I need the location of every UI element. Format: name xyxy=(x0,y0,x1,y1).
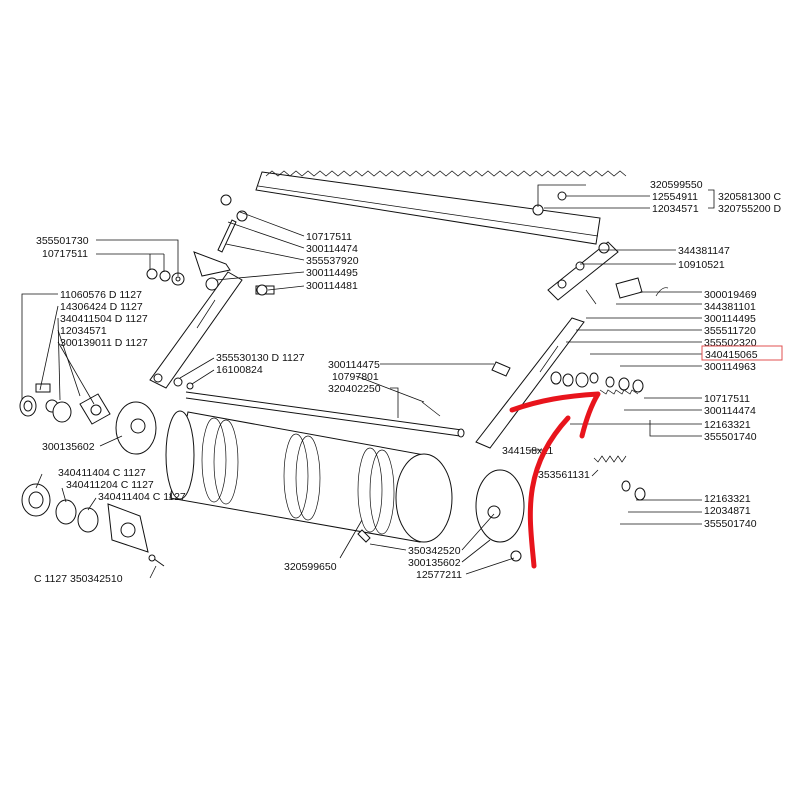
highlight-box xyxy=(701,345,783,361)
arrow-shaft xyxy=(527,415,571,569)
long-shaft xyxy=(173,377,465,438)
red-annotation-arrow xyxy=(509,391,601,569)
label-300114495-top: 300114495 xyxy=(306,267,358,279)
label-300135602-bottom: 300135602 xyxy=(408,557,461,569)
label-12034871: 12034871 xyxy=(704,505,751,517)
label-350342510: C 1127 350342510 xyxy=(34,573,123,585)
label-300139011: 300139011 D 1127 xyxy=(60,337,148,349)
leader-lines xyxy=(21,184,715,579)
lower-left-flange xyxy=(21,483,165,567)
label-300019469: 300019469 xyxy=(704,289,757,301)
label-12034571-left: 12034571 xyxy=(60,325,107,337)
label-300135602-left: 300135602 xyxy=(42,441,95,453)
label-344381147: 344381147 xyxy=(678,245,730,257)
label-10910521: 10910521 xyxy=(678,259,725,271)
label-355502320: 355502320 xyxy=(704,337,757,349)
label-340411404-1: 340411404 C 1127 xyxy=(58,467,146,479)
label-355537920: 355537920 xyxy=(306,255,359,267)
top-fasteners xyxy=(193,194,275,296)
label-300114495-right: 300114495 xyxy=(704,313,756,325)
label-300114475: 300114475 xyxy=(328,359,380,371)
chain-parts xyxy=(532,191,669,305)
label-10717511-right: 10717511 xyxy=(704,393,750,405)
label-320581300: 320581300 C xyxy=(718,191,781,203)
label-355501740-right-1: 355501740 xyxy=(704,431,757,443)
label-300114481: 300114481 xyxy=(306,280,358,292)
label-12554911: 12554911 xyxy=(652,191,698,203)
label-350342520: 350342520 xyxy=(408,545,461,557)
label-12034571-top: 12034571 xyxy=(652,203,699,215)
label-300114474-top: 300114474 xyxy=(306,243,358,255)
label-12577211: 12577211 xyxy=(416,569,462,581)
mid-small-parts xyxy=(357,361,511,543)
label-355530130: 355530130 D 1127 xyxy=(216,352,305,364)
label-340411504: 340411504 D 1127 xyxy=(60,313,148,325)
label-340411204: 340411204 C 1127 xyxy=(66,479,154,491)
left-arm xyxy=(149,271,243,389)
drum xyxy=(165,410,453,543)
label-16100824: 16100824 xyxy=(216,364,263,376)
label-320599650: 320599650 xyxy=(284,561,337,573)
label-10717511-left: 10717511 xyxy=(42,248,88,260)
label-12163321-right-2: 12163321 xyxy=(704,493,751,505)
label-344381101: 344381101 xyxy=(704,301,756,313)
label-11060576: 11060576 D 1127 xyxy=(60,289,142,301)
label-10797801: 10797801 xyxy=(332,371,379,383)
right-arm xyxy=(475,317,585,449)
label-10717511-top: 10717511 xyxy=(306,231,352,243)
label-320755200: 320755200 D xyxy=(718,203,781,215)
label-12163321-right-1: 12163321 xyxy=(704,419,751,431)
label-14306424: 14306424 D 1127 xyxy=(60,301,143,313)
label-355501730: 355501730 xyxy=(36,235,89,247)
label-355501740-right-2: 355501740 xyxy=(704,518,757,530)
arrow-head xyxy=(509,391,601,439)
left-upper-washers xyxy=(146,268,185,286)
label-320402250: 320402250 xyxy=(328,383,381,395)
label-340411404-2: 340411404 C 1127 xyxy=(98,491,186,503)
label-300114474-right: 300114474 xyxy=(704,405,756,417)
label-340415065: 340415065 xyxy=(705,349,758,361)
right-end-disc xyxy=(475,469,525,562)
label-300114963: 300114963 xyxy=(704,361,756,373)
cutter-bar xyxy=(255,170,627,245)
right-washers xyxy=(562,372,646,501)
label-355511720: 355511720 xyxy=(704,325,756,337)
label-320599550: 320599550 xyxy=(650,179,703,191)
part-labels: 320599550 12554911 12034571 320581300 C … xyxy=(34,179,783,585)
left-bearing-assembly xyxy=(19,383,157,455)
label-353561131: 353561131 xyxy=(538,469,590,481)
